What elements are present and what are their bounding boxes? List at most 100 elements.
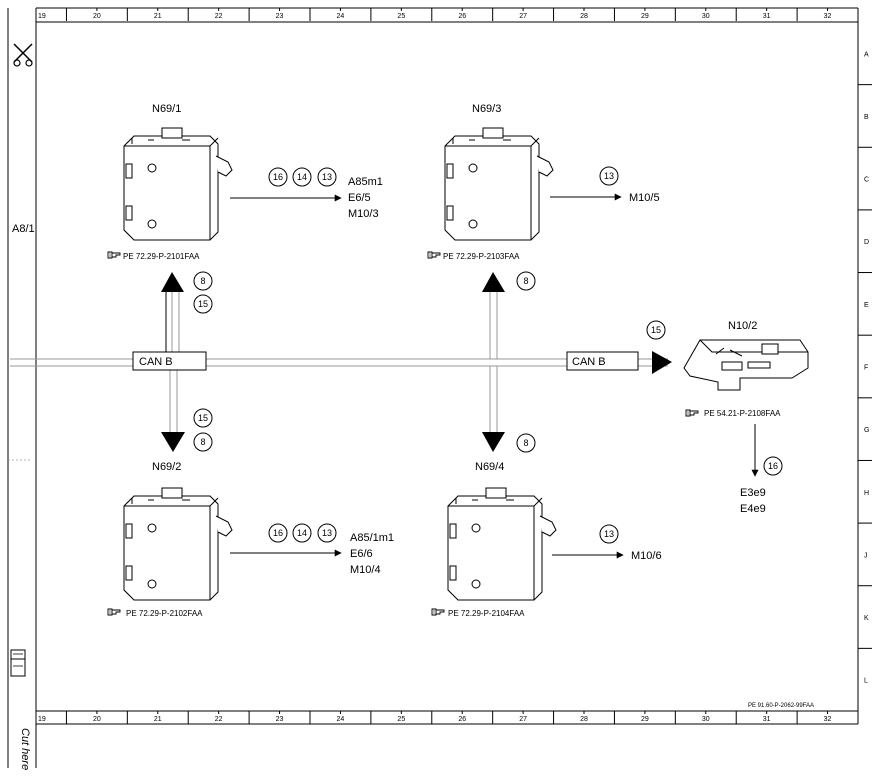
connector-num: 13 (322, 172, 332, 182)
column-label: 24 (337, 716, 345, 723)
control-unit-icon (123, 127, 233, 241)
column-label: 30 (702, 13, 710, 20)
footer-reference: PE 91.60-P-2062-99FAA (748, 703, 814, 709)
module-name: N69/1 (152, 103, 181, 115)
column-label: 26 (458, 716, 466, 723)
bus-connector-num: 15 (651, 325, 661, 335)
connector-circle: 16 (268, 167, 288, 187)
column-label: 28 (580, 716, 588, 723)
module-n69-2: N69/2 PE 72.29-P-2102FAA 16 14 13 A85/1m… (107, 461, 394, 618)
connector-num: 13 (604, 529, 614, 539)
column-label: 28 (580, 13, 588, 20)
connector-circle: 16 (763, 456, 783, 476)
column-label: 27 (519, 716, 527, 723)
row-label: L (864, 678, 868, 685)
control-unit-icon (123, 487, 233, 601)
column-label: 22 (215, 13, 223, 20)
column-label: 26 (458, 13, 466, 20)
column-label: 23 (276, 13, 284, 20)
module-n10-2: N10/2 PE 54.21-P-2108FAA 16 E3e9 E4e9 (683, 320, 809, 515)
bus-connector-num: 15 (198, 299, 208, 309)
column-label: 25 (397, 716, 405, 723)
row-label: J (864, 552, 868, 559)
bus-connector: 8 (516, 433, 536, 453)
bus-connector-num: 8 (523, 276, 528, 286)
reference-hand-icon (107, 251, 121, 259)
connector-num: 13 (322, 528, 332, 538)
target-label: E6/6 (350, 548, 373, 560)
frame (7, 7, 859, 768)
bus-connector-num: 8 (523, 438, 528, 448)
column-label: 24 (337, 13, 345, 20)
column-label: 21 (154, 716, 162, 723)
target-label: E6/5 (348, 192, 371, 204)
bus-connector: 15 (646, 320, 666, 340)
reference-hand-icon (107, 608, 121, 616)
target-label: M10/3 (348, 208, 379, 220)
side-label: A8/1 (12, 223, 35, 235)
column-label: 22 (215, 716, 223, 723)
bus-connector: 15 (193, 294, 213, 314)
column-label: 32 (824, 13, 832, 20)
connector-num: 13 (604, 171, 614, 181)
module-ref: PE 72.29-P-2101FAA (123, 252, 200, 261)
connector-num: 16 (273, 528, 283, 538)
can-bus (10, 290, 668, 432)
reference-hand-icon (685, 409, 699, 417)
control-unit-icon (447, 487, 557, 601)
connector-circle: 13 (599, 524, 619, 544)
connector-circle: 14 (292, 523, 312, 543)
column-label: 29 (641, 13, 649, 20)
connector-circle: 13 (317, 167, 337, 187)
row-label: A (864, 51, 869, 58)
cut-here-label: Cut here (19, 728, 31, 770)
row-label: E (864, 302, 869, 309)
row-label: B (864, 114, 869, 121)
column-label: 32 (824, 716, 832, 723)
connector-num: 16 (768, 461, 778, 471)
reference-hand-icon (431, 608, 445, 616)
module-name: N69/2 (152, 461, 181, 473)
module-n69-1: N69/1 PE 72.29-P-2101FAA 16 14 13 A85m1 … (107, 103, 383, 261)
module-ref: PE 54.21-P-2108FAA (704, 409, 781, 418)
row-label: F (864, 365, 868, 372)
bus-connector: 8 (193, 271, 213, 291)
arrow-down-right (482, 432, 505, 452)
column-label: 20 (93, 716, 101, 723)
column-label: 31 (763, 13, 771, 20)
target-label: M10/4 (350, 564, 381, 576)
bus-connector: 15 (193, 408, 213, 428)
column-label: 20 (93, 13, 101, 20)
row-label: C (864, 177, 869, 184)
module-n69-3: N69/3 PE 72.29-P-2103FAA 13 M10/5 (427, 103, 660, 261)
row-label: G (864, 427, 869, 434)
target-label: M10/6 (631, 550, 662, 562)
column-label: 19 (38, 13, 46, 20)
row-label: D (864, 239, 869, 246)
connector-num: 16 (273, 172, 283, 182)
binder-icon (10, 649, 26, 677)
arrow-to-n10 (652, 351, 672, 374)
connector-circle: 13 (317, 523, 337, 543)
row-label: K (864, 615, 869, 622)
connector-circle: 16 (268, 523, 288, 543)
arrow-up-right (482, 272, 505, 292)
column-label: 31 (763, 716, 771, 723)
column-label: 23 (276, 716, 284, 723)
scissors-icon (13, 43, 33, 67)
can-bus-text-right: CAN B (572, 356, 606, 368)
target-label: E4e9 (740, 503, 766, 515)
bus-connector: 8 (516, 271, 536, 291)
module-name: N69/3 (472, 103, 501, 115)
column-label: 19 (38, 716, 46, 723)
control-unit-icon (444, 127, 554, 241)
module-ref: PE 72.29-P-2104FAA (448, 609, 525, 618)
module-ref: PE 72.29-P-2103FAA (443, 252, 520, 261)
connector-num: 14 (297, 172, 307, 182)
column-label: 27 (519, 13, 527, 20)
can-bus-text-left: CAN B (139, 356, 173, 368)
